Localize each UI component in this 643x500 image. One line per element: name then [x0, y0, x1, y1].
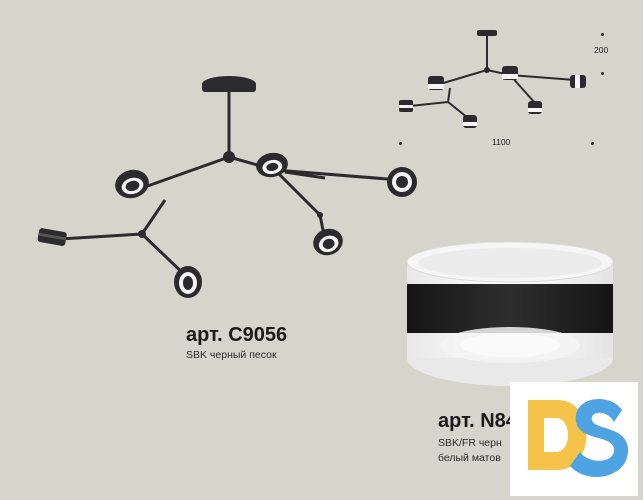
- dimension-height: 200: [594, 45, 609, 55]
- product2-description-line1: SBK/FR черн: [438, 437, 502, 449]
- product1-article: арт. C9056: [186, 324, 288, 346]
- product2-article: арт. N84: [438, 410, 517, 432]
- dim-dot-mid-right: [601, 72, 604, 75]
- dimension-width: 1100: [492, 137, 511, 147]
- dim-dot-top-right: [601, 33, 604, 36]
- product2-description-line2: белый матов: [438, 452, 501, 464]
- ds-logo: [510, 382, 638, 496]
- dim-dot-bottom-left: [399, 142, 402, 145]
- product1-description: SBK черный песок: [186, 349, 277, 361]
- dim-dot-bottom-right: [591, 142, 594, 145]
